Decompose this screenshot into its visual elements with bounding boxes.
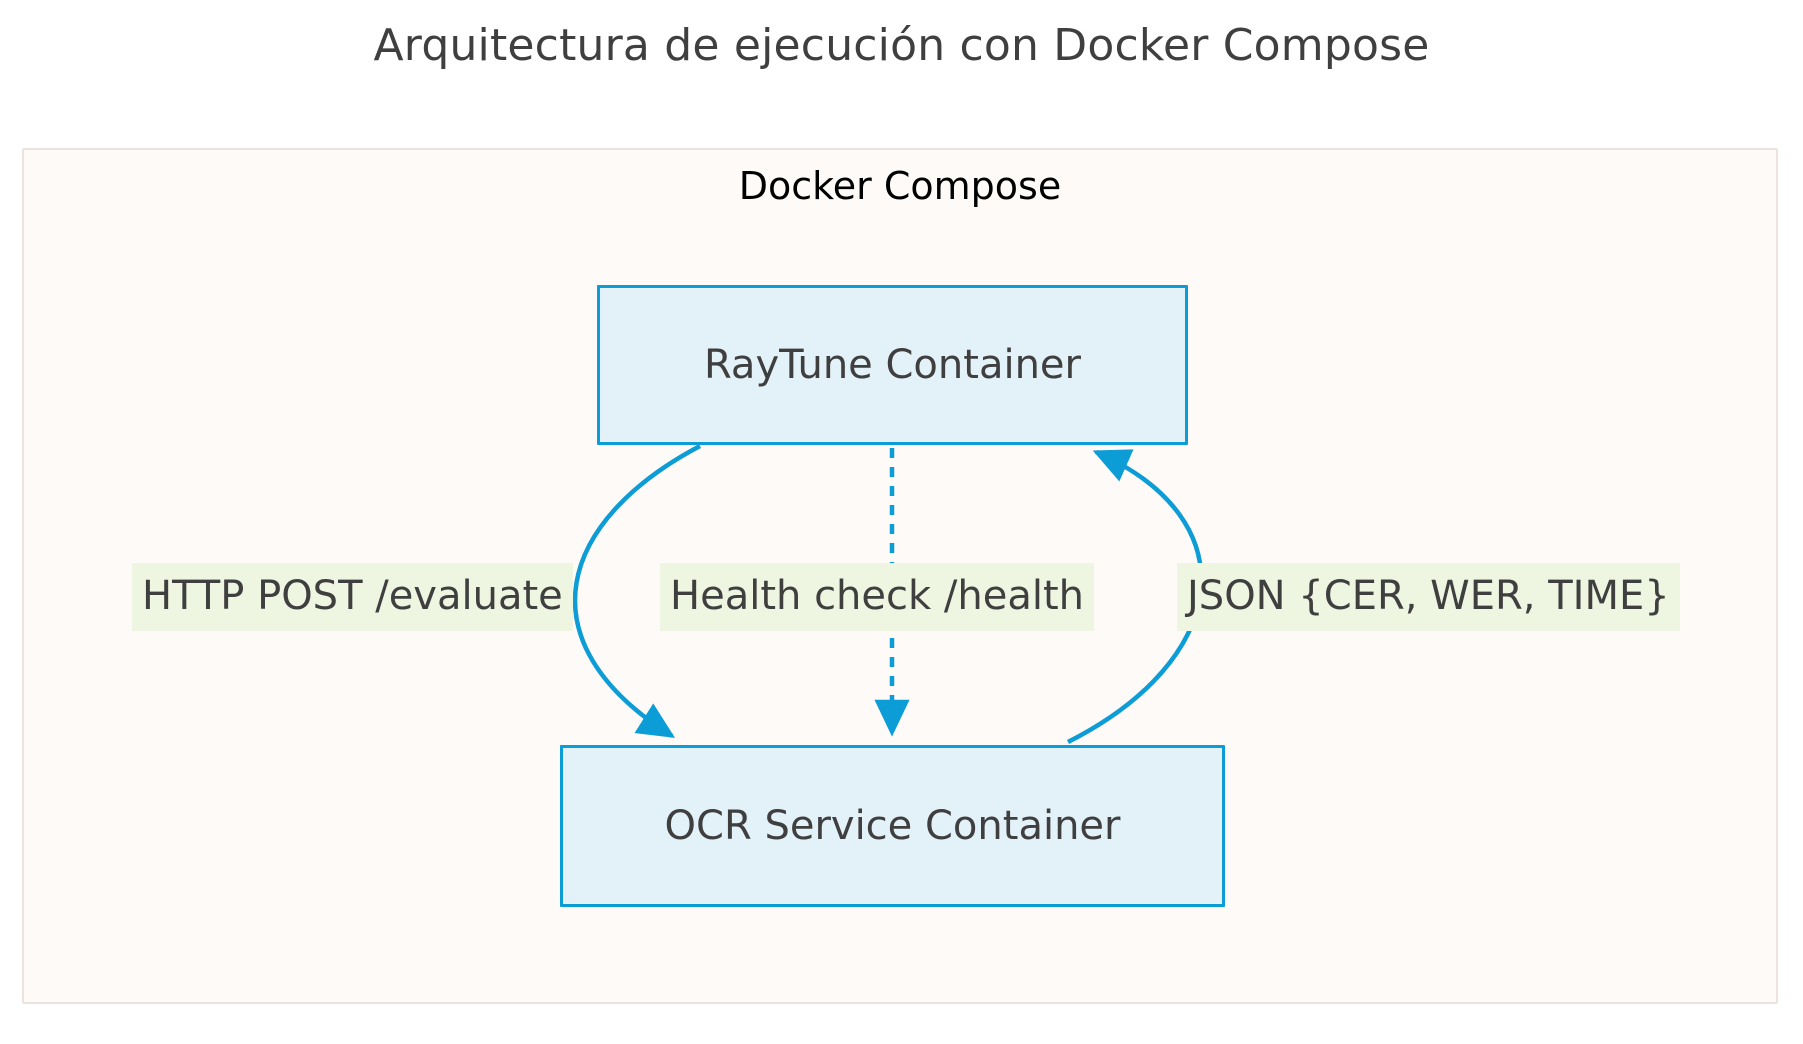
edge-label-health-check: Health check /health (660, 563, 1094, 631)
node-raytune-container[interactable]: RayTune Container (597, 285, 1188, 445)
node-ocr-service-container[interactable]: OCR Service Container (560, 745, 1225, 907)
subgraph-label: Docker Compose (738, 164, 1062, 208)
edge-label-http-post-evaluate: HTTP POST /evaluate (132, 563, 573, 631)
node-raytune-label: RayTune Container (704, 342, 1081, 388)
edge-label-json-metrics: JSON {CER, WER, TIME} (1177, 563, 1680, 631)
page-title: Arquitectura de ejecución con Docker Com… (373, 20, 1430, 71)
node-ocr-label: OCR Service Container (664, 803, 1121, 849)
